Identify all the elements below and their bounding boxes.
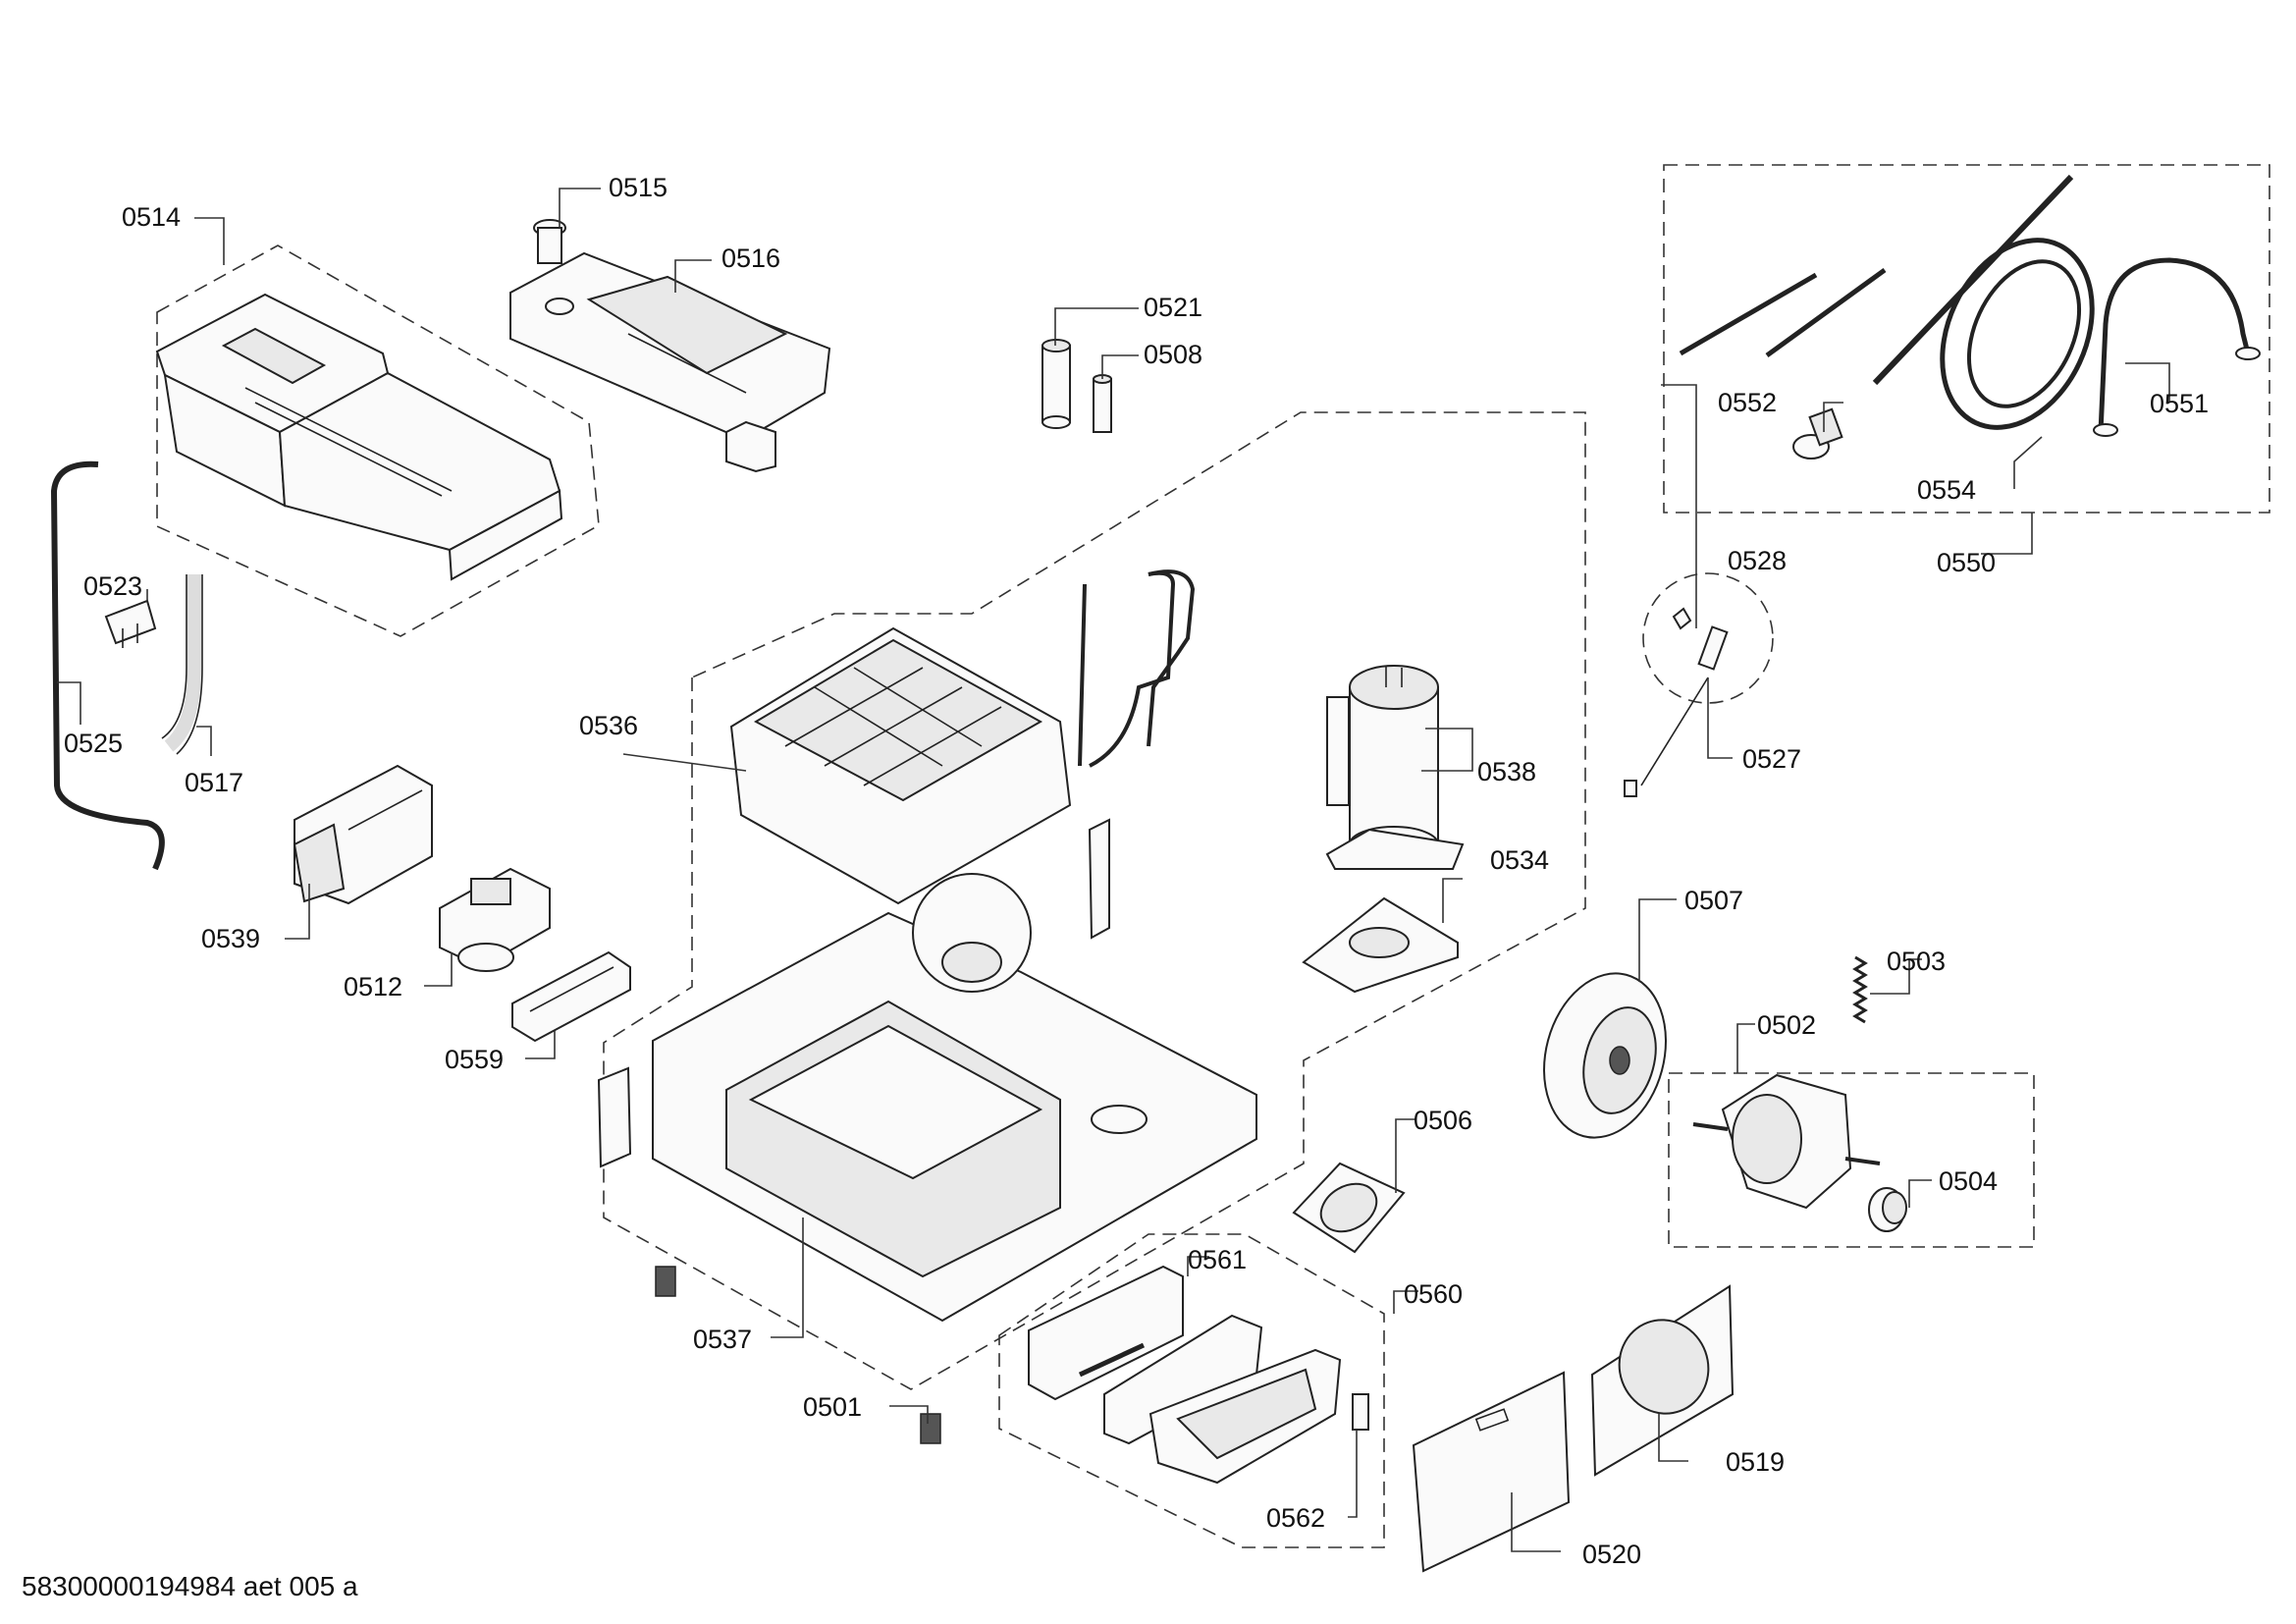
long-hose-part <box>50 460 165 871</box>
label-0534: 0534 <box>1490 845 1549 875</box>
cable-tie-part <box>1679 267 1887 358</box>
label-0539: 0539 <box>201 924 260 953</box>
label-0560: 0560 <box>1404 1279 1463 1309</box>
group-0502-outline <box>1668 1072 2035 1248</box>
label-0520: 0520 <box>1582 1540 1641 1569</box>
label-0517: 0517 <box>185 768 243 797</box>
document-id: 58300000194984 aet 005 a <box>22 1571 358 1601</box>
part-labels: 0514 0515 0516 0521 0508 0523 0525 0517 … <box>64 173 2209 1569</box>
small-capacitor-part <box>1093 374 1112 433</box>
group-outlines <box>156 164 2270 1548</box>
pump-part <box>439 867 551 972</box>
filter-housing-part <box>1028 1265 1184 1401</box>
condenser-assembly-part <box>729 569 1196 905</box>
group-0514-outline <box>156 244 600 637</box>
label-0516: 0516 <box>721 244 780 273</box>
motor-part <box>1692 1073 1881 1210</box>
label-0507: 0507 <box>1684 886 1743 915</box>
label-0551: 0551 <box>2150 389 2209 418</box>
label-0508: 0508 <box>1144 340 1202 369</box>
filter-latch-part <box>1352 1393 1369 1431</box>
grille-plate-part <box>1590 1284 1735 1477</box>
label-0559: 0559 <box>445 1045 504 1074</box>
base-frame-part <box>597 818 1257 1323</box>
detergent-drawer-part <box>155 293 563 581</box>
drawer-cap-part <box>533 219 566 264</box>
bracket-part <box>293 764 433 905</box>
holder-part <box>511 950 631 1043</box>
short-hose-part <box>164 574 201 752</box>
grommet-part <box>1792 407 1843 460</box>
drawer-tray-part <box>509 251 831 473</box>
label-0554: 0554 <box>1917 475 1976 505</box>
parts <box>50 174 2261 1573</box>
label-0512: 0512 <box>344 972 402 1001</box>
label-0515: 0515 <box>609 173 667 202</box>
sensor-part <box>1624 607 1729 797</box>
screw-part <box>655 1266 941 1444</box>
label-0550: 0550 <box>1937 548 1996 577</box>
label-0527: 0527 <box>1742 744 1801 774</box>
label-0561: 0561 <box>1188 1245 1247 1274</box>
capacitor-part <box>1041 339 1071 429</box>
group-0550-outline <box>1663 164 2270 514</box>
label-0525: 0525 <box>64 729 123 758</box>
group-0528-outline <box>1642 572 1774 704</box>
hose-clip-part <box>104 599 157 648</box>
label-0503: 0503 <box>1887 947 1946 976</box>
coiled-hose-part <box>1872 174 2095 430</box>
cover-plate-part <box>1412 1371 1571 1573</box>
label-0538: 0538 <box>1477 757 1536 786</box>
label-0519: 0519 <box>1726 1447 1785 1477</box>
group-main-outline <box>603 411 1586 1390</box>
label-0537: 0537 <box>693 1325 752 1354</box>
motor-cap-part <box>1868 1187 1907 1232</box>
label-0501: 0501 <box>803 1392 862 1422</box>
label-0536: 0536 <box>579 711 638 740</box>
label-0504: 0504 <box>1939 1166 1998 1196</box>
fan-wheel-part <box>1543 972 1667 1139</box>
label-0514: 0514 <box>122 202 181 232</box>
label-0552: 0552 <box>1718 388 1777 417</box>
compressor-part <box>1325 665 1465 870</box>
label-0523: 0523 <box>83 571 142 601</box>
cooling-fan-part <box>1292 1162 1406 1254</box>
label-0506: 0506 <box>1414 1106 1472 1135</box>
spring-part <box>1852 955 1868 1024</box>
label-0528: 0528 <box>1728 546 1787 575</box>
filter-frame-part <box>1103 1314 1342 1485</box>
leader-lines <box>57 188 2170 1552</box>
label-0521: 0521 <box>1144 293 1202 322</box>
group-0560-outline <box>998 1233 1385 1548</box>
label-0562: 0562 <box>1266 1503 1325 1533</box>
hose-hook-part <box>2093 257 2261 437</box>
compressor-plate-part <box>1302 896 1459 994</box>
label-0502: 0502 <box>1757 1010 1816 1040</box>
